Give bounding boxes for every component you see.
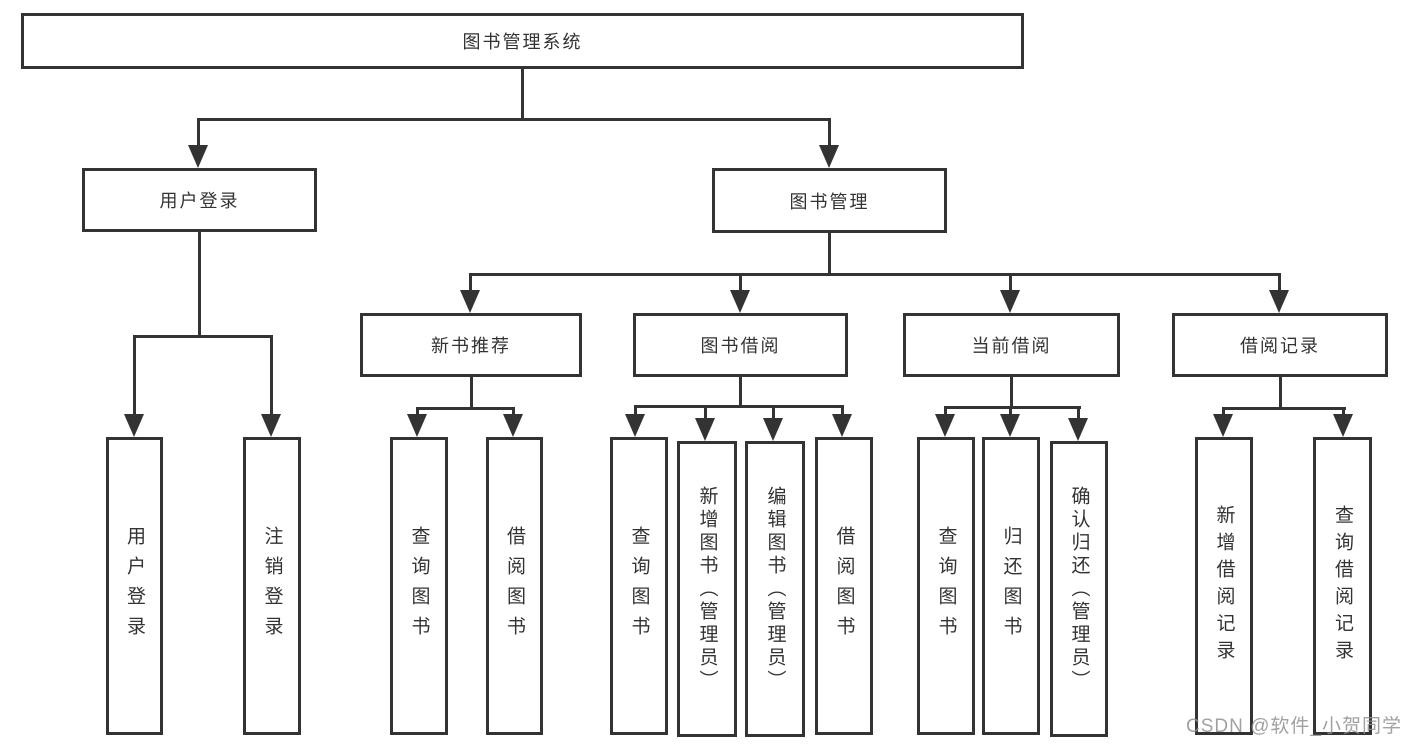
connector-line (416, 407, 515, 410)
connector-line (133, 335, 273, 338)
leaf-query-books: 查询图书 (917, 437, 975, 735)
arrowhead-down-icon (503, 414, 523, 437)
arrowhead-down-icon (730, 290, 750, 313)
leaf-query-books: 查询图书 (390, 437, 448, 735)
arrowhead-down-icon (832, 414, 852, 437)
arrowhead-down-icon (763, 418, 783, 441)
leaf-confirm-return-admin: 确认归还（管理员） (1050, 441, 1108, 737)
node-book-borrow: 图书借阅 (633, 313, 848, 377)
arrowhead-down-icon (625, 414, 645, 437)
connector-line (828, 231, 831, 276)
leaf-return-book: 归还图书 (982, 437, 1040, 735)
connector-line (470, 375, 473, 410)
connector-line (197, 121, 200, 147)
arrowhead-down-icon (1068, 418, 1088, 441)
arrowhead-down-icon (1213, 414, 1233, 437)
node-label: 图书管理系统 (462, 32, 583, 52)
leaf-query-borrow-record: 查询借阅记录 (1313, 437, 1372, 735)
node-label: 用户登录 (159, 191, 240, 211)
node-label: 新书推荐 (431, 336, 511, 356)
connector-line (704, 408, 707, 420)
arrowhead-down-icon (407, 414, 427, 437)
connector-line (1278, 276, 1281, 292)
arrowhead-down-icon (124, 414, 144, 437)
connector-line (1009, 409, 1012, 416)
connector-line (634, 408, 637, 416)
connector-line (1222, 407, 1346, 410)
leaf-query-books: 查询图书 (610, 437, 668, 735)
connector-line (270, 336, 273, 416)
node-root-system: 图书管理系统 (21, 13, 1024, 69)
connector-line (772, 408, 775, 420)
connector-line (512, 410, 515, 416)
connector-line (828, 121, 831, 147)
node-label: 图书借阅 (700, 336, 781, 356)
connector-line (1077, 409, 1080, 420)
node-current-borrow: 当前借阅 (903, 313, 1120, 377)
node-borrow-records: 借阅记录 (1172, 313, 1388, 377)
connector-line (1279, 375, 1282, 409)
leaf-borrow-books: 借阅图书 (815, 437, 873, 735)
arrowhead-down-icon (1000, 290, 1020, 313)
connector-line (1010, 375, 1013, 409)
connector-line (469, 276, 472, 292)
connector-line (521, 66, 524, 121)
arrowhead-down-icon (1000, 414, 1020, 437)
connector-line (739, 276, 742, 292)
node-label: 借阅记录 (1240, 336, 1320, 356)
arrowhead-down-icon (935, 414, 955, 437)
connector-line (1222, 410, 1225, 416)
leaf-edit-book-admin: 编辑图书（管理员） (745, 441, 805, 737)
connector-line (1342, 410, 1345, 416)
node-book-management: 图书管理 (712, 168, 947, 233)
connector-line (1009, 276, 1012, 292)
node-user-login: 用户登录 (82, 168, 317, 232)
connector-line (198, 230, 201, 338)
node-label: 图书管理 (789, 191, 870, 212)
leaf-add-borrow-record: 新增借阅记录 (1195, 437, 1253, 735)
arrowhead-down-icon (460, 290, 480, 313)
connector-line (469, 273, 1281, 276)
leaf-add-book-admin: 新增图书（管理员） (677, 441, 737, 737)
leaf-borrow-books: 借阅图书 (486, 437, 543, 735)
connector-line (944, 409, 947, 416)
leaf-logout: 注销登录 (243, 437, 301, 735)
arrowhead-down-icon (188, 145, 208, 168)
arrowhead-down-icon (695, 418, 715, 441)
connector-line (416, 410, 419, 416)
arrowhead-down-icon (1269, 290, 1289, 313)
connector-line (133, 336, 136, 416)
arrowhead-down-icon (261, 414, 281, 437)
connector-line (739, 375, 742, 408)
watermark: CSDN @软件_小贺同学 (1186, 716, 1402, 737)
node-new-book-recommend: 新书推荐 (360, 313, 582, 377)
node-label: 当前借阅 (971, 336, 1052, 356)
leaf-user-login: 用户登录 (106, 437, 163, 735)
arrowhead-down-icon (819, 145, 839, 168)
connector-line (944, 406, 1081, 409)
connector-line (634, 405, 844, 408)
connector-line (841, 408, 844, 416)
arrowhead-down-icon (1333, 414, 1353, 437)
connector-line (197, 118, 831, 121)
